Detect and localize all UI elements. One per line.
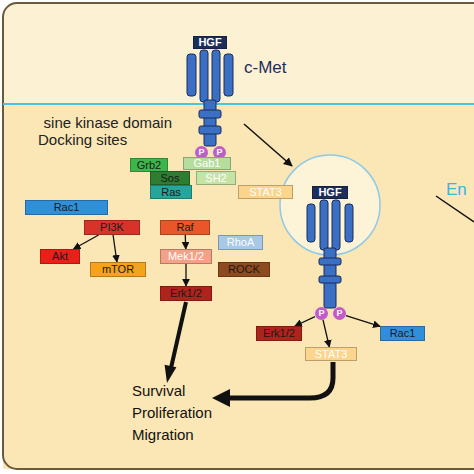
extracellular-space <box>3 3 474 469</box>
node-text: RhoA <box>227 237 255 248</box>
receptor-domain <box>307 204 315 242</box>
phospho-circle: P <box>315 307 328 320</box>
docking-site <box>319 276 341 283</box>
signal-arrow <box>185 264 186 286</box>
protein-box: Ras <box>150 185 192 199</box>
kinase-box: mTOR <box>90 262 146 277</box>
receptor-domain <box>224 54 233 96</box>
signal-arrow <box>73 235 98 249</box>
outcome-text: Survival Proliferation Migration <box>132 380 232 446</box>
kinase-box: Akt <box>40 249 80 264</box>
kinase-domain <box>319 258 341 265</box>
node-text: STAT3 <box>315 349 348 360</box>
cell-membrane <box>3 103 474 105</box>
node-text: P <box>216 148 222 157</box>
protein-box: STAT3 <box>305 347 357 361</box>
node-text: STAT3 <box>249 187 282 198</box>
endosome-membrane <box>280 155 380 255</box>
adaptor-box: Grb2 <box>130 158 168 172</box>
node-text: ROCK <box>228 264 260 275</box>
node-text: Akt <box>52 251 68 262</box>
domain-label: sine kinase domain <box>0 114 172 131</box>
node-text: Sos <box>161 173 180 184</box>
receptor-domain <box>332 200 340 250</box>
node-text: Erk1/2 <box>263 328 295 339</box>
signal-arrow <box>346 316 380 327</box>
signal-arrow <box>185 235 187 249</box>
node-text: PI3K <box>100 222 124 233</box>
node-text: Gab1 <box>194 158 221 169</box>
cytoplasm <box>3 104 474 469</box>
kinase-box: Erk1/2 <box>256 326 302 341</box>
node-text: Rac1 <box>54 202 80 213</box>
node-text: mTOR <box>102 264 134 275</box>
node-text: SH2 <box>205 173 226 184</box>
exit-arrow <box>436 196 474 222</box>
node-text: Raf <box>176 222 193 233</box>
signal-arrow <box>113 235 117 262</box>
kinase-domain <box>199 110 221 118</box>
domain-box: SH2 <box>196 171 236 185</box>
outcome-arrow <box>228 362 333 398</box>
internalization-arrow <box>244 124 292 166</box>
receptor-domain <box>345 204 353 242</box>
receptor-domain <box>187 54 196 96</box>
protein-box: Rac1 <box>25 200 108 215</box>
node-text: Erk1/2 <box>170 288 202 299</box>
phospho-circle: P <box>333 307 346 320</box>
receptor-domain <box>200 50 208 102</box>
ligand-box: HGF <box>193 36 227 49</box>
node-text: P <box>318 309 324 318</box>
node-text: HGF <box>318 187 341 198</box>
protein-box: Rac1 <box>380 326 425 341</box>
kinase-box: PI3K <box>84 220 140 235</box>
signal-arrow <box>295 317 315 326</box>
node-text: HGF <box>198 37 221 48</box>
compartment-label: En <box>446 180 467 200</box>
node-text: P <box>198 148 204 157</box>
cell-border <box>3 3 474 469</box>
node-text: Grb2 <box>137 160 161 171</box>
outcome-arrow <box>171 302 186 368</box>
docking-site <box>199 126 221 134</box>
kinase-box: Mek1/2 <box>160 249 212 264</box>
node-text: Ras <box>161 187 181 198</box>
kinase-box: ROCK <box>218 262 270 277</box>
receptor-name: c-Met <box>244 58 287 78</box>
receptor-stalk <box>204 100 216 146</box>
receptor-domain <box>320 200 328 250</box>
kinase-box: Erk1/2 <box>160 286 212 301</box>
node-text: Rac1 <box>390 328 416 339</box>
protein-box: Sos <box>150 171 190 185</box>
domain-label: Docking sites <box>38 131 127 148</box>
protein-box: RhoA <box>218 235 263 250</box>
arrow-head <box>212 389 230 407</box>
arrow-head <box>165 365 177 383</box>
protein-box: STAT3 <box>238 185 293 199</box>
kinase-box: Raf <box>160 220 210 235</box>
adaptor-box: Gab1 <box>183 157 231 170</box>
node-text: P <box>336 309 342 318</box>
ligand-box: HGF <box>312 186 348 199</box>
node-text: Mek1/2 <box>168 251 204 262</box>
signal-arrow <box>323 320 329 347</box>
receptor-domain <box>212 50 220 102</box>
